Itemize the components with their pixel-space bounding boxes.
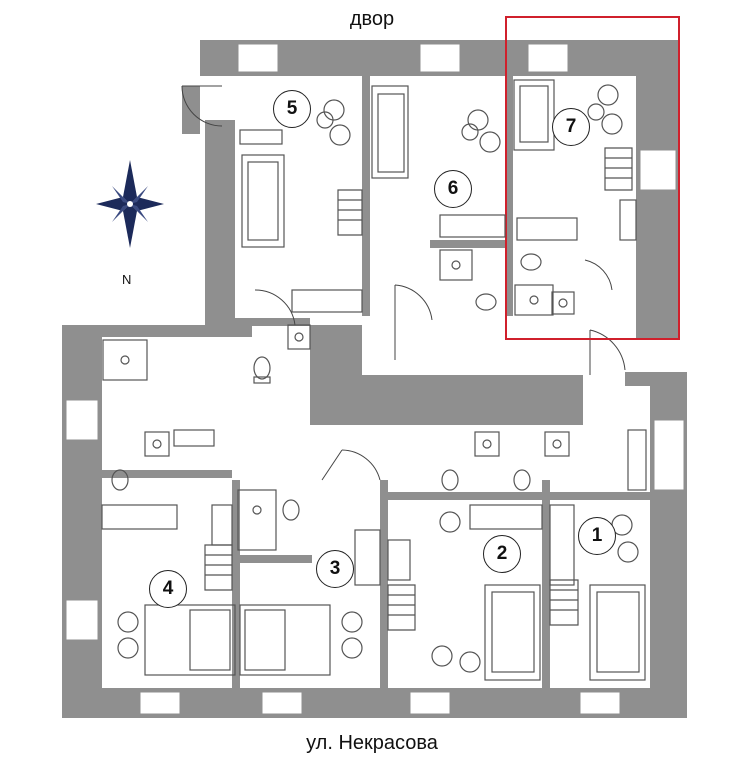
unit-number-5[interactable]: 5	[273, 90, 311, 128]
unit-7-highlight[interactable]	[505, 16, 680, 340]
toilet-icon	[441, 469, 459, 491]
unit-number-3[interactable]: 3	[316, 550, 354, 588]
furniture	[101, 79, 647, 681]
toilet-icon	[253, 356, 271, 384]
unit-number-2[interactable]: 2	[483, 535, 521, 573]
sofa-icon	[589, 584, 646, 681]
courtyard-label: двор	[349, 8, 395, 30]
sink-icon	[551, 291, 575, 315]
bed-icon	[239, 604, 331, 676]
walls	[62, 40, 687, 718]
chair-icon	[611, 514, 639, 563]
street-label: ул. Некрасова	[306, 732, 438, 754]
windows	[65, 43, 685, 715]
toilet-icon	[111, 469, 129, 491]
chair-icon	[431, 511, 481, 673]
unit-number-7[interactable]: 7	[552, 108, 590, 146]
stairs-icon	[204, 544, 233, 591]
wardrobe-icon	[173, 129, 647, 581]
unit-number-6[interactable]: 6	[434, 170, 472, 208]
toilet-icon	[513, 469, 531, 491]
shower-icon	[237, 489, 277, 551]
sofa-icon	[241, 154, 285, 248]
bed-icon	[144, 604, 236, 676]
chair-icon	[117, 611, 363, 659]
chair-icon	[587, 84, 623, 135]
compass-rose-icon	[96, 160, 164, 248]
chair-icon	[461, 109, 501, 153]
shower-icon	[102, 339, 148, 381]
chair-icon	[316, 99, 351, 146]
toilet-icon	[520, 253, 542, 271]
toilet-icon	[475, 293, 497, 311]
shower-icon	[514, 284, 554, 316]
sink-icon	[144, 431, 170, 457]
stairs-icon	[549, 579, 579, 626]
sink-icon	[544, 431, 570, 457]
stairs-icon	[387, 584, 416, 631]
kitchen-counter-icon	[101, 214, 578, 586]
shower-icon	[439, 249, 473, 281]
unit-number-4[interactable]: 4	[149, 570, 187, 608]
toilet-icon	[282, 499, 300, 521]
sofa-icon	[513, 79, 555, 151]
unit-number-1[interactable]: 1	[578, 517, 616, 555]
sink-icon	[287, 324, 311, 350]
compass-north-label: N	[122, 272, 132, 287]
stairs-icon	[337, 189, 363, 236]
doors	[181, 85, 626, 481]
sink-icon	[474, 431, 500, 457]
stairs-icon	[604, 147, 633, 191]
sofa-icon	[371, 85, 409, 179]
sofa-icon	[484, 584, 541, 681]
